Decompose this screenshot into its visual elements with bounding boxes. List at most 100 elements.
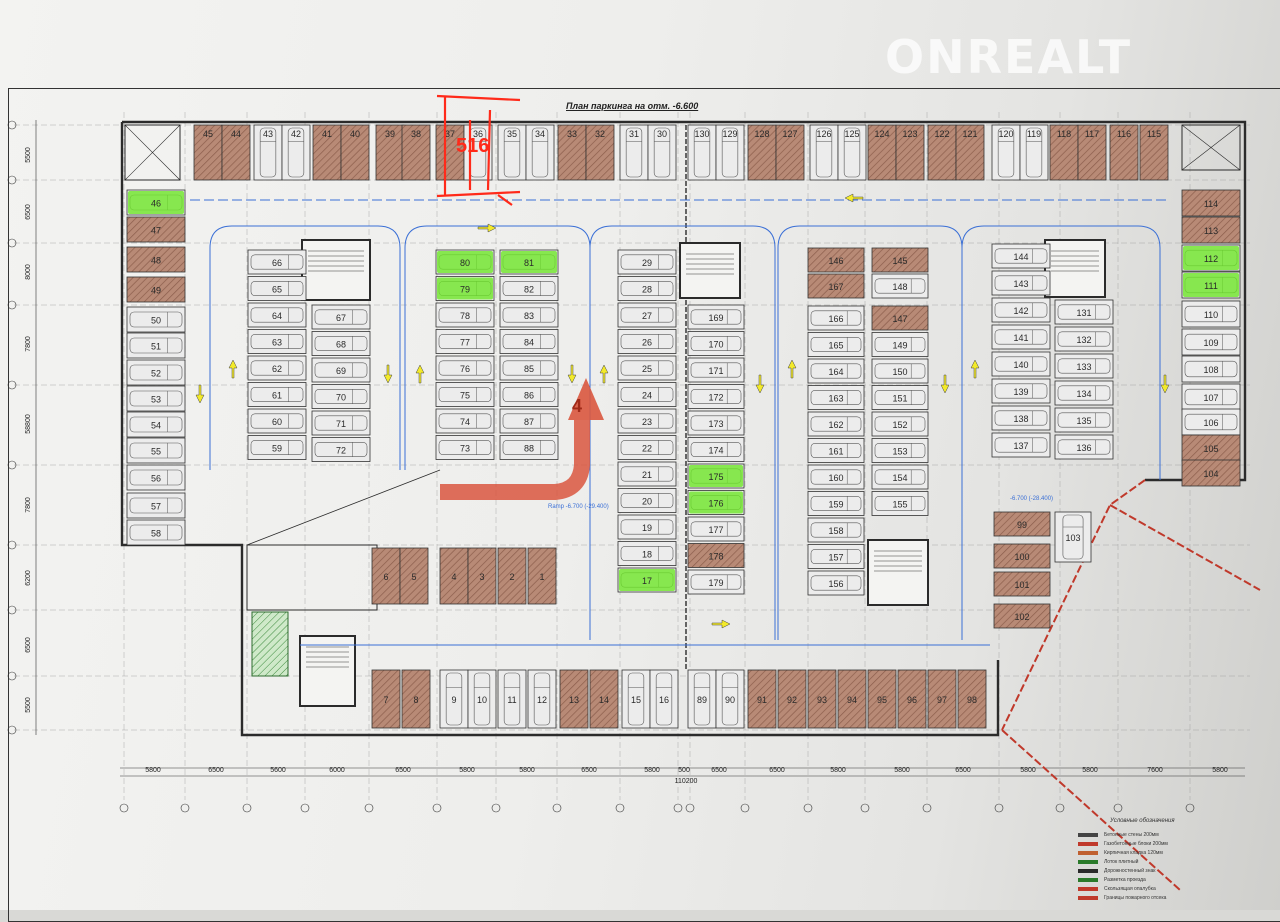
red-boundary (1001, 479, 1146, 731)
axis-bubble (7, 540, 17, 550)
space-box (617, 276, 677, 301)
parking-space: 64 (247, 302, 307, 328)
parking-space: 111 (1181, 271, 1241, 299)
car-outline (690, 309, 742, 325)
space-box (435, 382, 495, 407)
car-outline (810, 442, 862, 458)
space-number: 134 (1076, 389, 1091, 399)
total-dimension: 110200 (675, 778, 698, 785)
space-box (687, 669, 717, 729)
space-number: 94 (847, 695, 857, 705)
parking-space: 147 (871, 305, 929, 331)
direction-arrow (711, 619, 731, 629)
parking-space: 23 (617, 408, 677, 434)
space-number: 80 (460, 258, 470, 268)
parking-space: 118 (1049, 124, 1079, 181)
space-number: 96 (907, 695, 917, 705)
parking-space: 115 (1139, 124, 1169, 181)
traffic-loop (404, 225, 591, 470)
space-box (807, 544, 865, 569)
space-number: 32 (595, 129, 605, 139)
legend-swatch (1078, 860, 1098, 864)
car-outline (810, 469, 862, 485)
parking-space: 120 (991, 124, 1021, 181)
space-number: 106 (1203, 418, 1218, 428)
parking-space: 126 (809, 124, 839, 181)
space-box (126, 437, 186, 464)
parking-space: 114 (1181, 189, 1241, 217)
space-number: 153 (892, 447, 907, 457)
space-box (247, 355, 307, 381)
parking-space: 138 (991, 405, 1051, 431)
parking-space: 53 (126, 385, 186, 412)
car-outline (129, 524, 183, 541)
space-box (435, 124, 465, 181)
parking-space: 161 (807, 438, 865, 463)
car-outline (655, 672, 673, 726)
parking-space: 109 (1181, 328, 1241, 356)
space-box (247, 382, 307, 407)
parking-space: 150 (871, 358, 929, 384)
axis-bubble (7, 300, 17, 310)
parking-space: 22 (617, 435, 677, 460)
legend-label: Дорожностенный знак (1104, 868, 1156, 874)
parking-space: 40 (340, 124, 370, 181)
space-box (993, 511, 1051, 537)
space-box (991, 243, 1051, 269)
space-number: 28 (642, 285, 652, 295)
legend-item: Разметка проезда (1078, 877, 1146, 883)
parking-space: 47 (126, 216, 186, 243)
parking-space: 19 (617, 514, 677, 540)
space-number: 67 (336, 313, 346, 323)
parking-space: 88 (499, 435, 559, 460)
space-number: 13 (569, 695, 579, 705)
parking-space: 98 (957, 669, 987, 729)
space-box (687, 569, 745, 595)
space-number: 148 (892, 282, 907, 292)
dimension-label: 6500 (955, 767, 971, 774)
car-outline (503, 672, 521, 726)
space-box (993, 603, 1051, 629)
space-box (435, 329, 495, 354)
car-outline (438, 386, 492, 402)
parking-space: 51 (126, 332, 186, 359)
dimension-label: 5800 (1020, 767, 1036, 774)
parking-space: 143 (991, 270, 1051, 296)
car-outline (502, 439, 556, 455)
dimension-label: 5500 (25, 147, 32, 163)
car-outline (994, 302, 1048, 318)
car-outline (314, 309, 368, 325)
parking-space: 20 (617, 488, 677, 513)
green-hatched-room (251, 611, 289, 677)
parking-space: 9 (439, 669, 469, 729)
space-number: 27 (642, 311, 652, 321)
dimension-label: 58800 (25, 414, 32, 434)
parking-space: 56 (126, 464, 186, 491)
car-outline (314, 335, 368, 351)
space-box (439, 669, 469, 729)
space-box (809, 124, 839, 181)
legend-item: Дорожностенный знак (1078, 868, 1155, 874)
space-number: 26 (642, 338, 652, 348)
parking-space: 63 (247, 329, 307, 354)
space-box (1049, 124, 1079, 181)
space-number: 78 (460, 311, 470, 321)
space-box (126, 216, 186, 243)
legend-item: Газобетонные блоки 200мм (1078, 841, 1168, 847)
dimension-label: 6000 (329, 767, 345, 774)
red-route-number: 4 (572, 396, 582, 416)
parking-space: 25 (617, 355, 677, 381)
space-number: 167 (828, 282, 843, 292)
car-outline (314, 362, 368, 378)
parking-space: 132 (1054, 326, 1114, 352)
space-box (1181, 300, 1241, 328)
parking-space: 149 (871, 332, 929, 357)
space-box (247, 302, 307, 328)
space-box (991, 297, 1051, 323)
dimension-label: 5800 (1212, 767, 1228, 774)
legend-swatch (1078, 842, 1098, 846)
space-number: 24 (642, 391, 652, 401)
space-number: 30 (657, 129, 667, 139)
space-box (871, 273, 929, 299)
space-box (687, 543, 745, 568)
